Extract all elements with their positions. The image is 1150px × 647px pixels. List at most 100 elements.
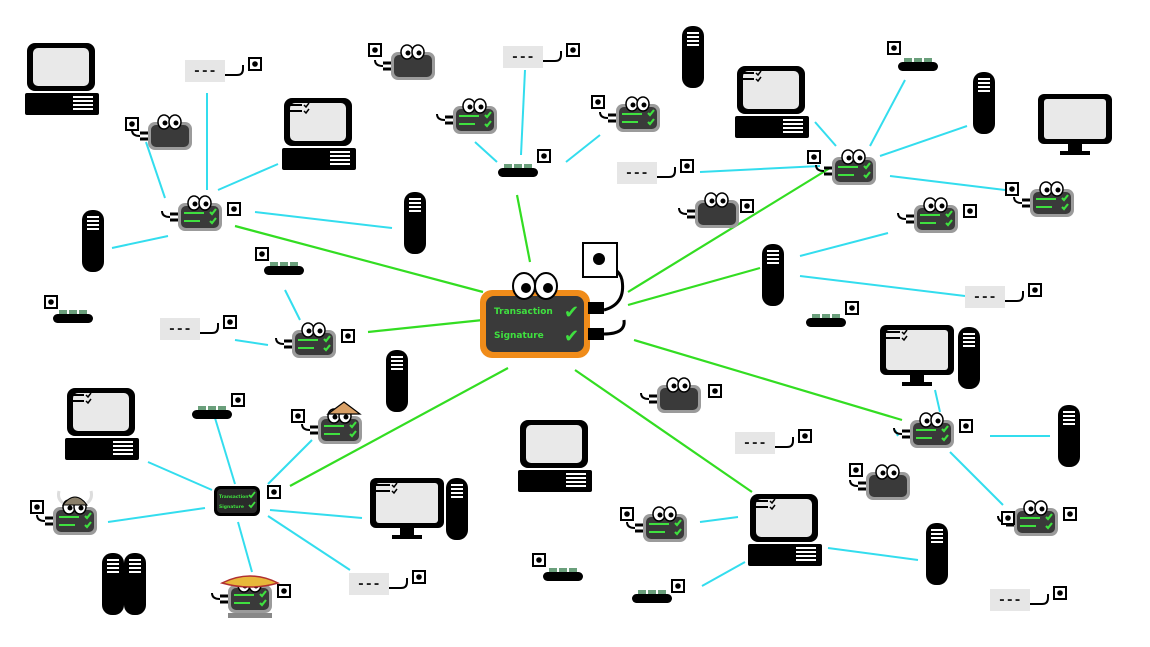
peer-link: [217, 163, 279, 191]
node-transaction-label: Transaction: [219, 494, 248, 500]
wallet-node: [291, 401, 362, 444]
peer-link: [147, 461, 213, 491]
monitor-icon: [880, 325, 954, 386]
tower-server-icon: [404, 192, 426, 254]
hardware-wallet-icon: [848, 463, 912, 502]
tower-server-icon: [82, 210, 104, 272]
labelled-wallet-node: Transaction Signature: [214, 485, 281, 516]
peer-link: [284, 289, 301, 321]
svg-text:---: ---: [193, 64, 216, 79]
wallet-node: [998, 501, 1077, 536]
peer-link: [474, 141, 498, 163]
placeholder-box: ---: [502, 43, 580, 69]
usb-plug-icon: [588, 328, 604, 340]
usb-plug-icon: [588, 302, 604, 314]
peer-link: [814, 121, 837, 147]
wallet-node: [807, 150, 876, 185]
peer-link: [145, 141, 166, 199]
main-link: [367, 318, 484, 334]
monitor-icon: [1038, 94, 1112, 155]
main-link: [574, 369, 753, 493]
peer-link: [234, 339, 269, 346]
hardware-wallet-icon: [125, 113, 194, 152]
tower-server-icon: [958, 327, 980, 389]
desktop-computer-icon: [25, 43, 99, 115]
peer-link: [267, 515, 351, 571]
wallet-node: [898, 198, 977, 233]
desktop-computer-icon: [65, 388, 139, 460]
peer-link: [237, 521, 253, 573]
wallet-node: [437, 99, 497, 134]
desktop-computer-icon: [748, 494, 822, 566]
tower-server-icon: [386, 350, 408, 412]
peer-link: [799, 232, 889, 257]
peer-links: [107, 69, 1050, 587]
peer-link: [949, 451, 1004, 506]
peer-link: [934, 389, 941, 413]
central-socket-icon: [582, 242, 618, 278]
hardware-wallet-icon: [639, 376, 722, 415]
central-wallet-node: Transaction Signature ✔ ✔: [480, 264, 626, 358]
router-switch-icon: [44, 295, 93, 323]
svg-text:---: ---: [511, 50, 534, 65]
transaction-check-icon: ✔: [564, 302, 579, 323]
tower-server-icon: [1058, 405, 1080, 467]
tower-server-icon: [926, 523, 948, 585]
straw-hat-icon: [326, 401, 362, 415]
monitor-icon: [370, 478, 444, 539]
wallet-node: [591, 95, 660, 132]
desktop-computer-icon: [282, 98, 356, 170]
tower-server-icon: [973, 72, 995, 134]
sombrero-icon: [219, 575, 281, 588]
peer-link: [889, 175, 1006, 191]
peer-link: [269, 509, 363, 519]
svg-text:---: ---: [743, 436, 766, 451]
wallet-node: [162, 196, 241, 231]
peer-link: [879, 125, 968, 157]
main-link: [515, 194, 532, 263]
router-switch-icon: [887, 41, 938, 71]
placeholder-box: ---: [989, 586, 1067, 612]
svg-text:---: ---: [168, 322, 191, 337]
desktop-computer-icon: [518, 420, 592, 492]
peer-link: [520, 69, 526, 156]
peer-link: [699, 165, 821, 173]
peer-link: [254, 211, 393, 229]
peer-link: [111, 235, 169, 249]
peer-link: [701, 561, 746, 587]
svg-text:---: ---: [357, 577, 380, 592]
placeholder-box: ---: [616, 159, 694, 185]
router-switch-icon: [255, 247, 304, 275]
peer-link: [214, 417, 236, 485]
router-switch-icon: [806, 301, 859, 327]
main-link: [627, 266, 761, 307]
peer-link: [869, 79, 906, 147]
placeholder-box: ---: [734, 429, 812, 455]
svg-text:---: ---: [998, 593, 1021, 608]
node-signature-label: Signature: [219, 504, 244, 510]
peer-link: [565, 134, 601, 163]
main-links: [234, 167, 903, 493]
wallet-node: [620, 507, 687, 542]
placeholder-box: ---: [184, 57, 262, 83]
wallet-node: [276, 323, 355, 358]
tower-server-icon: [762, 244, 784, 306]
peer-link: [827, 547, 919, 561]
wallet-node: [212, 575, 291, 618]
main-link: [633, 338, 903, 422]
svg-text:---: ---: [625, 166, 648, 181]
placeholder-box: ---: [159, 315, 237, 341]
router-switch-icon: [192, 393, 245, 419]
peer-link: [107, 507, 206, 523]
router-switch-icon: [632, 579, 685, 603]
signature-check-icon: ✔: [564, 326, 579, 347]
central-signature-label: Signature: [494, 331, 544, 341]
tower-server-icon: [446, 478, 468, 540]
placeholder-box: ---: [964, 283, 1042, 309]
main-link: [289, 367, 509, 487]
placeholder-box: ---: [348, 570, 426, 596]
wallet-node: [1005, 182, 1074, 217]
router-switch-icon: [532, 553, 583, 581]
